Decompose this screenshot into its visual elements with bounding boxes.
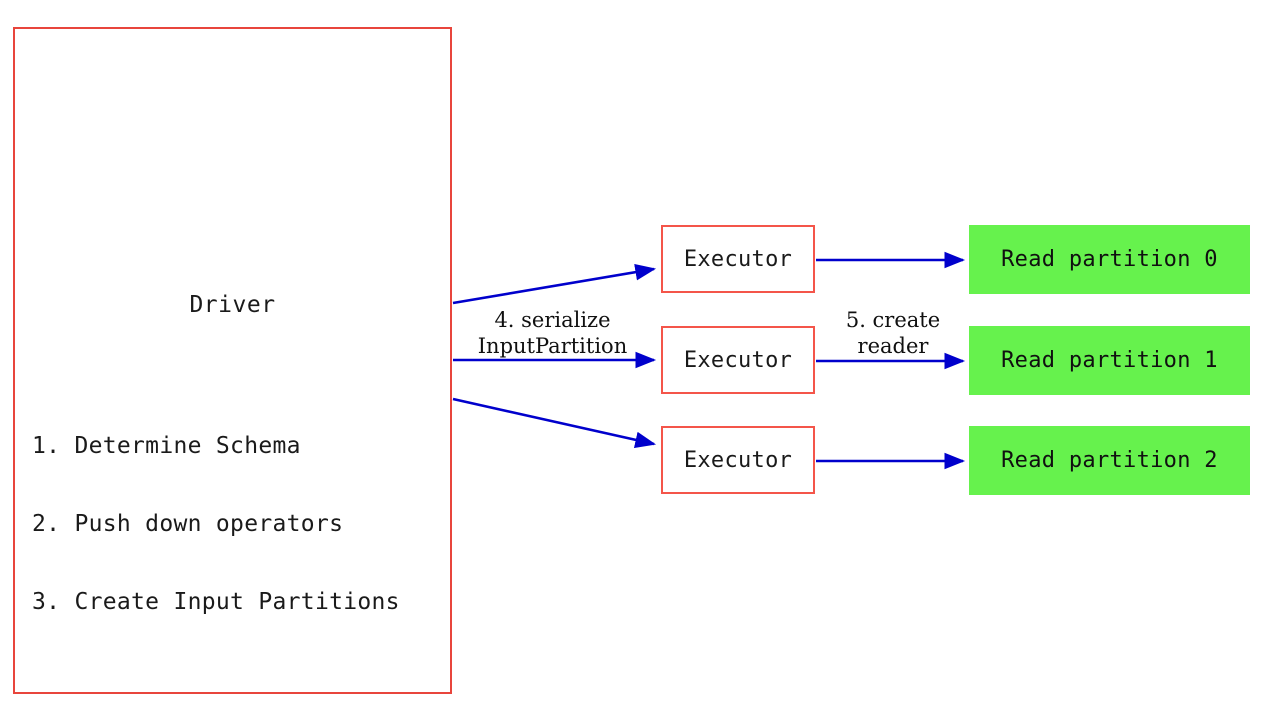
driver-step-1: 1. Determine Schema <box>32 433 301 459</box>
partition-label-0: Read partition 0 <box>1001 247 1218 272</box>
edge-label-create-reader-line-2: reader <box>857 334 929 358</box>
executor-box-3: Executor <box>661 426 815 494</box>
executor-label-2: Executor <box>683 347 793 373</box>
partition-box-0: Read partition 0 <box>969 225 1250 294</box>
partition-label-1: Read partition 1 <box>1001 348 1218 373</box>
arrow-driver-to-executor-1 <box>452 263 657 305</box>
partition-label-2: Read partition 2 <box>1001 448 1218 473</box>
driver-step-3: 3. Create Input Partitions <box>32 589 400 615</box>
arrow-driver-to-executor-3 <box>452 397 657 449</box>
partition-box-2: Read partition 2 <box>969 426 1250 495</box>
edge-label-create-reader-line-1: 5. create <box>845 308 941 332</box>
executor-box-1: Executor <box>661 225 815 293</box>
driver-title: Driver <box>189 292 276 318</box>
driver-step-2: 2. Push down operators <box>32 511 344 537</box>
edge-label-create-reader: 5. create reader <box>823 307 963 359</box>
driver-steps-list: 1. Determine Schema 2. Push down operato… <box>32 381 400 667</box>
edge-label-serialize-inputpartition: 4. serialize InputPartition <box>455 307 650 359</box>
executor-label-3: Executor <box>683 447 793 473</box>
executor-box-2: Executor <box>661 326 815 394</box>
partition-box-1: Read partition 1 <box>969 326 1250 395</box>
executor-label-1: Executor <box>683 246 793 272</box>
driver-box: Driver 1. Determine Schema 2. Push down … <box>13 27 452 694</box>
edge-label-serialize-line-2: InputPartition <box>477 334 628 358</box>
edge-label-serialize-line-1: 4. serialize <box>494 308 611 332</box>
